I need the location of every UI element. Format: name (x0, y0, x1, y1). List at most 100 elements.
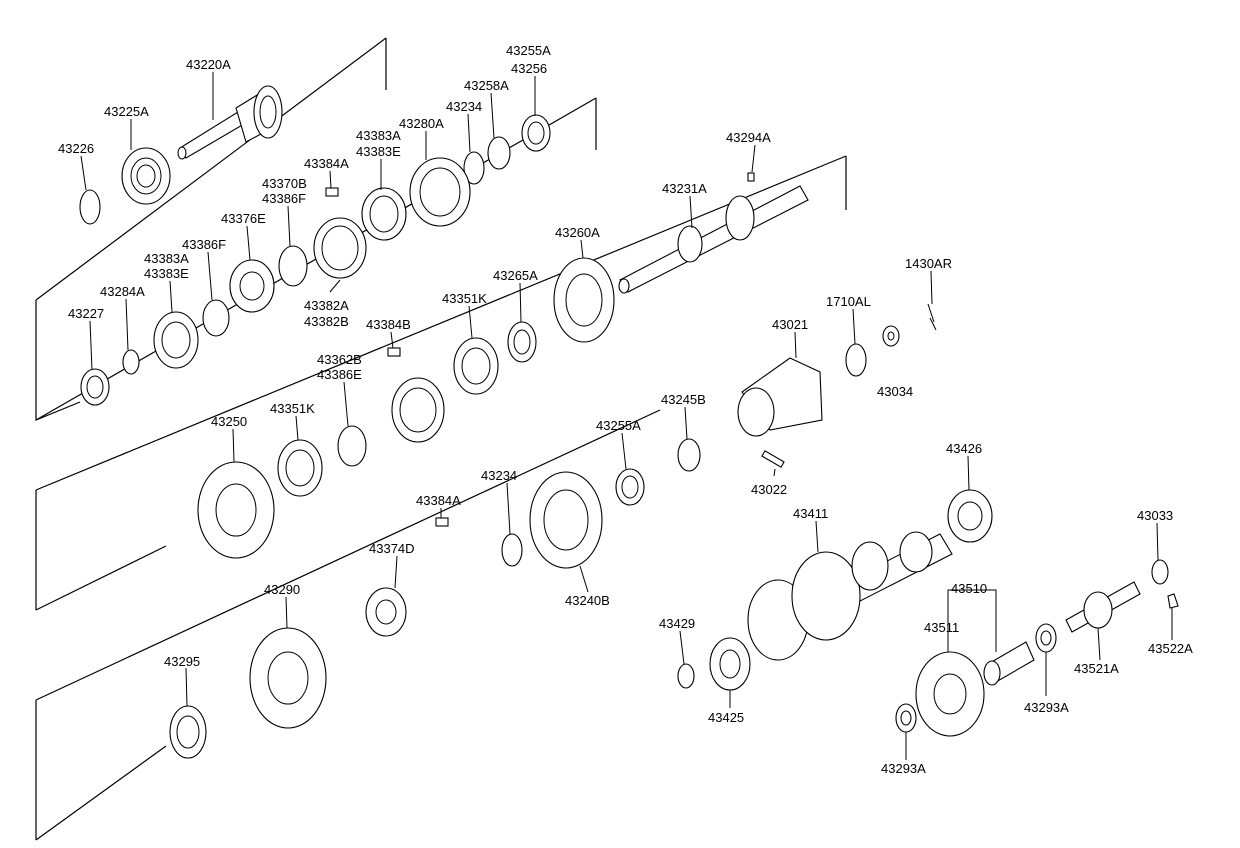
part-label: 43022 (751, 482, 787, 497)
part-label: 43250 (211, 414, 247, 429)
part-label: 43265A (493, 268, 538, 283)
part-label: 43383E (356, 144, 401, 159)
part-label: 43386F (262, 191, 306, 206)
part-label: 43245B (661, 392, 706, 407)
part-label: 43033 (1137, 508, 1173, 523)
part-label: 43034 (877, 384, 913, 399)
section-frame-3 (35, 155, 847, 841)
part-label: 43226 (58, 141, 94, 156)
main-shaft-43231A (618, 185, 809, 294)
snap-ring-43429 (677, 663, 695, 689)
snap-ring-43234-lower (501, 533, 523, 567)
synchro-ring-43351K-lower (277, 439, 323, 497)
part-label: 43220A (186, 57, 231, 72)
part-label: 43280A (399, 116, 444, 131)
part-label: 43382B (304, 314, 349, 329)
sleeve-43382A (313, 217, 367, 279)
part-label: 43382A (304, 298, 349, 313)
part-label: 43370B (262, 176, 307, 191)
part-label: 43351K (270, 401, 315, 416)
oil-seal-1710AL (845, 343, 867, 377)
key-43384A-lower (435, 517, 449, 527)
part-label: 43234 (481, 468, 517, 483)
pin-43294A (747, 172, 755, 182)
part-label: 43411 (793, 506, 828, 521)
part-label: 43021 (772, 317, 808, 332)
part-label: 43384A (304, 156, 349, 171)
bolt-43022 (761, 450, 785, 468)
part-label: 43426 (946, 441, 982, 456)
part-label: 43293A (881, 761, 926, 776)
gear-43511 (915, 651, 985, 737)
leader-lines (80, 72, 1173, 760)
bearing-43265A (507, 321, 537, 363)
nut-43034 (882, 325, 900, 347)
part-label: 1430AR (905, 256, 952, 271)
parts-drawing (79, 85, 1179, 759)
part-label: 43383A (144, 251, 189, 266)
bearing-43293A-right (1035, 623, 1057, 653)
snap-ring-43284A (122, 349, 140, 375)
part-label: 43384B (366, 317, 411, 332)
part-label: 43429 (659, 616, 695, 631)
part-label: 43290 (264, 582, 300, 597)
part-label: 43383E (144, 266, 189, 281)
key-43384A-top (325, 187, 339, 197)
part-label: 43256 (511, 61, 547, 76)
key-43522A (1167, 593, 1179, 609)
gear-43260A (553, 257, 615, 343)
hub-43374D (365, 587, 407, 637)
synchro-ring-43383A (361, 187, 407, 241)
spacer-43258A (487, 136, 511, 170)
part-label: 43295 (164, 654, 200, 669)
bearing-43426 (947, 489, 993, 543)
gear-43250 (197, 461, 275, 559)
part-label: 43521A (1074, 661, 1119, 676)
part-label: 43255A (506, 43, 551, 58)
spacer-43510 (983, 641, 1035, 686)
part-label: 43383A (356, 128, 401, 143)
part-label: 43376E (221, 211, 266, 226)
synchro-ring-43351K-upper (453, 337, 499, 395)
part-label: 43258A (464, 78, 509, 93)
spring-43386E (337, 425, 367, 467)
bearing-43225A (121, 147, 171, 205)
part-label: 43386F (182, 237, 226, 252)
part-label: 43255A (596, 418, 641, 433)
part-label: 43522A (1148, 641, 1193, 656)
spring-43386F-lower (202, 299, 230, 337)
key-43384B (387, 347, 401, 357)
part-label: 43374D (369, 541, 415, 556)
spring-43386F-upper (278, 245, 308, 287)
part-label: 43425 (708, 710, 744, 725)
synchro-ring-43383A-lower (153, 311, 199, 369)
hub-43376E (229, 259, 275, 313)
part-label: 43511 (924, 620, 959, 635)
part-label: 43351K (442, 291, 487, 306)
part-label: 43293A (1024, 700, 1069, 715)
bearing-43255A-top (521, 114, 551, 152)
bearing-43425 (709, 637, 751, 691)
part-label: 43240B (565, 593, 610, 608)
counter-shaft-43411 (747, 531, 953, 661)
gear-43240B (529, 471, 603, 569)
snap-ring-43226 (79, 189, 101, 225)
bearing-43293A-lower (895, 703, 917, 733)
part-label: 43386E (317, 367, 362, 382)
input-shaft-43220A (177, 85, 283, 160)
part-label: 43225A (104, 104, 149, 119)
part-label: 43234 (446, 99, 482, 114)
part-label: 1710AL (826, 294, 871, 309)
part-label: 43294A (726, 130, 771, 145)
part-label: 43384A (416, 493, 461, 508)
part-labels: 43220A 43225A 43226 43255A 43256 43258A … (58, 43, 1193, 776)
part-label: 43362B (317, 352, 362, 367)
part-label: 43510 (951, 581, 987, 596)
snap-ring-43245B (677, 438, 701, 472)
bearing-43255A-mid (615, 468, 645, 506)
idler-shaft-43521A (1065, 581, 1141, 633)
gear-43290 (249, 627, 327, 729)
part-label: 43227 (68, 306, 104, 321)
part-label: 43260A (555, 225, 600, 240)
